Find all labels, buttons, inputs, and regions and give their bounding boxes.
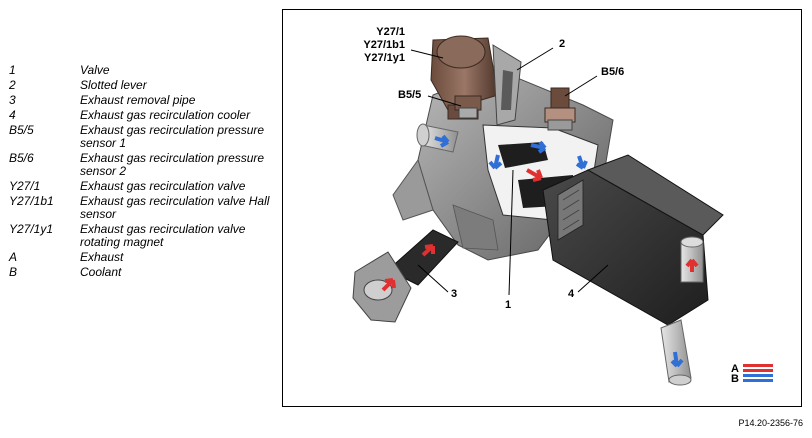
legend-item: B5/5 Exhaust gas recirculation pressure s… [9,124,277,150]
legend-key: Y27/1 [9,179,41,193]
legend-desc: Exhaust gas recirculation cooler [80,108,251,122]
legend-desc: Slotted lever [80,78,147,92]
callout-2: 2 [559,38,565,50]
callout-3: 3 [451,288,457,300]
coolant-flow-arrows [434,134,684,368]
legend-key: 2 [9,78,16,92]
callout-y27-1y1: Y27/1y1 [364,52,405,64]
coolant-pipe-bottom [660,319,692,386]
legend-item: Y27/1y1 Exhaust gas recirculation valve r… [9,223,277,249]
legend-key: Y27/1y1 [9,222,54,236]
legend-desc: Exhaust gas recirculation valve Hall sen… [80,194,270,221]
callout-labels: Y27/1 Y27/1b1 Y27/1y1 2 B5/6 B5/5 1 3 4 [363,26,624,311]
legend-desc: Valve [80,63,110,77]
callout-b5-6: B5/6 [601,66,624,78]
legend-item: Y27/1b1 Exhaust gas recirculation valve H… [9,195,277,221]
figure-frame: Y27/1 Y27/1b1 Y27/1y1 2 B5/6 B5/5 1 3 4 … [282,9,802,407]
flow-key-b-label: B [731,373,739,385]
coolant-pipe-top [680,236,704,283]
legend-desc: Exhaust gas recirculation valve rotating… [80,222,246,249]
flow-key-a-swatch [743,364,773,367]
exhaust-flow-arrows [381,168,699,292]
slotted-lever [492,44,522,126]
legend-key: 4 [9,108,16,122]
legend-item: 3 Exhaust removal pipe [9,94,277,107]
legend: 1 Valve 2 Slotted lever 3 Exhaust removal p… [9,64,277,281]
flow-key: A B [731,363,773,385]
legend-item: B5/6 Exhaust gas recirculation pressure s… [9,152,277,178]
legend-desc: Exhaust gas recirculation pressure senso… [80,151,265,178]
exhaust-removal-pipe [352,229,459,323]
legend-item: Y27/1 Exhaust gas recirculation valve [9,180,277,193]
legend-item: 1 Valve [9,64,277,77]
flow-key-b-swatch [743,379,773,382]
legend-item: B Coolant [9,266,277,279]
flow-key-a-label: A [731,363,739,375]
leader-lines [410,47,609,296]
legend-key: B [9,265,18,279]
legend-key: 3 [9,93,16,107]
flow-key-a-swatch [743,369,773,372]
figure-id: P14.20-2356-76 [738,418,803,428]
callout-1: 1 [505,299,511,311]
legend-key: Y27/1b1 [9,194,54,208]
legend-item: 2 Slotted lever [9,79,277,92]
legend-desc: Exhaust removal pipe [80,93,196,107]
callout-y27-1b1: Y27/1b1 [363,39,405,51]
legend-key: B5/6 [9,151,34,165]
pressure-sensor-b5-6 [544,87,576,131]
legend-item: 4 Exhaust gas recirculation cooler [9,109,277,122]
callout-y27-1: Y27/1 [376,26,405,38]
legend-desc: Coolant [80,265,122,279]
egr-module-illustration: Y27/1 Y27/1b1 Y27/1y1 2 B5/6 B5/5 1 3 4 … [352,26,773,386]
pressure-sensor-b5-5 [454,95,482,119]
flow-key-b-swatch [743,374,773,377]
legend-desc: Exhaust gas recirculation valve [80,179,246,193]
legend-key: A [9,250,18,264]
legend-desc: Exhaust [80,250,124,264]
legend-item: A Exhaust [9,251,277,264]
callout-b5-5: B5/5 [398,89,421,101]
callout-4: 4 [568,288,575,300]
legend-key: 1 [9,63,16,77]
legend-key: B5/5 [9,123,34,137]
legend-desc: Exhaust gas recirculation pressure senso… [80,123,265,150]
egr-cooler [542,154,724,326]
